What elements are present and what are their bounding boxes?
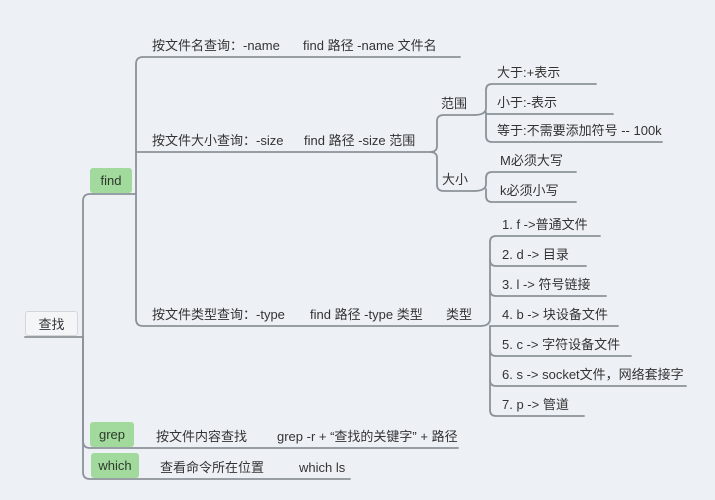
node-by-name-command[interactable]: find 路径 -name 文件名 — [303, 38, 437, 53]
node-range-lt[interactable]: 小于:-表示 — [497, 95, 557, 110]
node-by-size[interactable]: 按文件大小查询：-size — [152, 133, 284, 148]
node-by-type[interactable]: 按文件类型查询：-type — [152, 307, 285, 322]
type-item-b[interactable]: 4. b -> 块设备文件 — [502, 307, 608, 322]
type-item-l[interactable]: 3. l -> 符号链接 — [502, 277, 591, 292]
node-range[interactable]: 范围 — [441, 96, 468, 111]
node-type[interactable]: 类型 — [446, 307, 473, 322]
type-item-s[interactable]: 6. s -> socket文件，网络套接字 — [502, 367, 684, 382]
node-root-label: 查找 — [38, 317, 65, 332]
type-item-f[interactable]: 1. f ->普通文件 — [502, 217, 588, 232]
node-by-name[interactable]: 按文件名查询：-name — [152, 38, 280, 53]
node-which[interactable]: which — [91, 453, 139, 478]
node-by-type-command[interactable]: find 路径 -type 类型 — [310, 307, 423, 322]
node-which-command[interactable]: which ls — [299, 460, 346, 475]
node-which-label: which — [98, 458, 132, 473]
type-item-d[interactable]: 2. d -> 目录 — [502, 247, 569, 262]
node-root[interactable]: 查找 — [25, 311, 78, 336]
node-find[interactable]: find — [90, 168, 132, 193]
node-by-size-command[interactable]: find 路径 -size 范围 — [304, 133, 416, 148]
node-size-unit-upper[interactable]: M必须大写 — [500, 153, 563, 168]
node-grep[interactable]: grep — [90, 422, 134, 447]
node-which-description[interactable]: 查看命令所在位置 — [160, 460, 265, 475]
node-size-unit-lower[interactable]: k必须小写 — [500, 183, 559, 198]
type-item-p[interactable]: 7. p -> 管道 — [502, 397, 569, 412]
type-item-c[interactable]: 5. c -> 字符设备文件 — [502, 337, 621, 352]
node-grep-command[interactable]: grep -r + “查找的关键字” + 路径 — [277, 429, 458, 444]
node-size-unit[interactable]: 大小 — [442, 172, 469, 187]
node-grep-label: grep — [98, 427, 126, 442]
node-range-gt[interactable]: 大于:+表示 — [497, 65, 561, 80]
node-grep-description[interactable]: 按文件内容查找 — [156, 429, 248, 444]
node-range-eq[interactable]: 等于:不需要添加符号 -- 100k — [497, 123, 662, 138]
node-find-label: find — [100, 173, 122, 188]
